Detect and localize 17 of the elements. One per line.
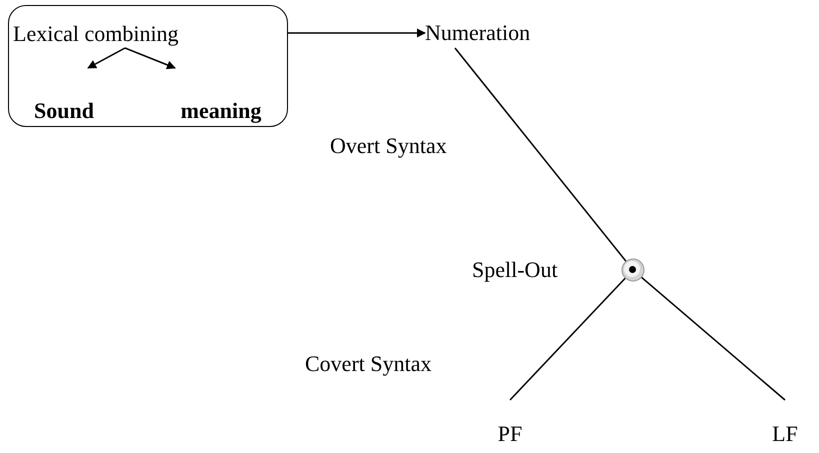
stage-label: Overt Syntax [330,132,447,160]
arrow [124,47,176,70]
arrow [87,47,126,69]
spell-out-point [621,258,645,282]
stage-label: Covert Syntax [305,350,432,378]
connector-line [640,276,786,401]
node-caption: Spell-Out [472,256,558,284]
node-label: Lexical combining [13,19,193,49]
node-label: Sound [19,69,109,125]
connector-line [509,277,626,401]
node-label: Numeration [425,18,560,48]
node-label: meaning [156,69,286,125]
rounded-frame [8,5,288,127]
arrow [288,28,426,38]
connector-line [454,48,627,262]
node-label: LF [767,400,803,448]
node-label: PF [492,400,528,448]
